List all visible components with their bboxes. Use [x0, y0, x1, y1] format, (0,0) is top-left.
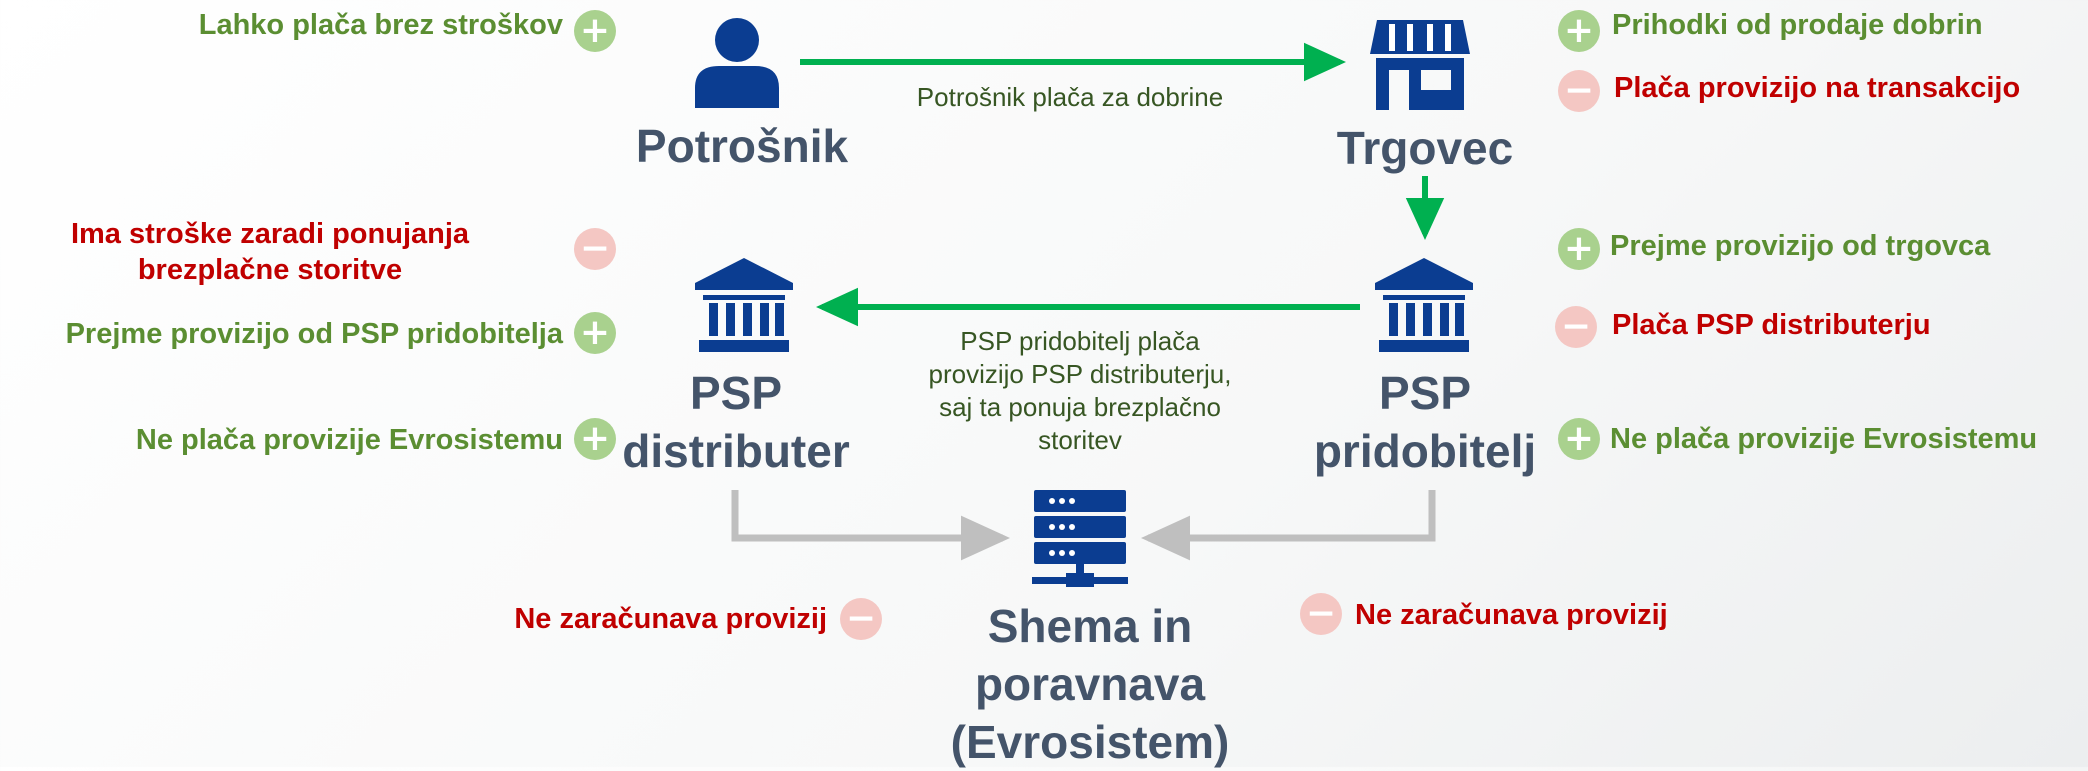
plus-badge-icon: + — [574, 312, 616, 354]
minus-badge-icon: − — [574, 228, 616, 270]
distributor-no-fee-label: Ne plača provizije Evrosistemu — [135, 424, 563, 456]
distributor-benefit-label: Prejme provizijo od PSP pridobitelja — [65, 318, 563, 350]
plus-badge-icon: + — [1558, 228, 1600, 270]
scheme-no-fee-label-right: Ne zaračunava provizij — [1355, 599, 1668, 631]
consumer-benefit-label: Lahko plača brez stroškov — [198, 9, 563, 41]
plus-badge-icon: + — [1558, 10, 1600, 52]
minus-badge-icon: − — [1558, 70, 1600, 112]
acquirer-no-fee-label: Ne plača provizije Evrosistemu — [1610, 423, 2038, 455]
node-psp-acquirer: PSP pridobitelj — [1313, 367, 1537, 477]
scheme-no-fee-label-left: Ne zaračunava provizij — [514, 603, 827, 635]
node-consumer: Potrošnik — [635, 120, 849, 172]
node-merchant: Trgovec — [1336, 122, 1514, 174]
shop-icon — [1370, 20, 1470, 110]
flow-label-acquirer-pays-distributor: PSP pridobitelj plača provizijo PSP dist… — [928, 326, 1232, 455]
node-psp-distributor: PSP distributer — [622, 367, 850, 477]
bank-icon — [695, 258, 793, 352]
node-scheme-settlement: Shema in poravnava (Evrosistem) — [950, 600, 1230, 768]
minus-badge-icon: − — [840, 598, 882, 640]
minus-badge-icon: − — [1555, 306, 1597, 348]
plus-badge-icon: + — [1558, 418, 1600, 460]
merchant-cost-label: Plača provizijo na transakcijo — [1614, 72, 2021, 104]
plus-badge-icon: + — [574, 418, 616, 460]
merchant-benefit-label: Prihodki od prodaje dobrin — [1612, 9, 1983, 41]
flow-label-consumer-pays: Potrošnik plača za dobrine — [916, 82, 1224, 112]
person-icon — [695, 18, 779, 108]
bank-icon — [1375, 258, 1473, 352]
distributor-cost-label: Ima stroške zaradi ponujanja brezplačne … — [70, 218, 470, 286]
server-icon — [1032, 490, 1128, 587]
minus-badge-icon: − — [1300, 593, 1342, 635]
acquirer-cost-label: Plača PSP distributerju — [1612, 309, 1931, 341]
plus-badge-icon: + — [574, 10, 616, 52]
arrow-distributor-to-scheme — [731, 490, 1010, 561]
acquirer-benefit-label: Prejme provizijo od trgovca — [1610, 230, 1991, 262]
arrow-acquirer-to-scheme — [1141, 490, 1436, 561]
